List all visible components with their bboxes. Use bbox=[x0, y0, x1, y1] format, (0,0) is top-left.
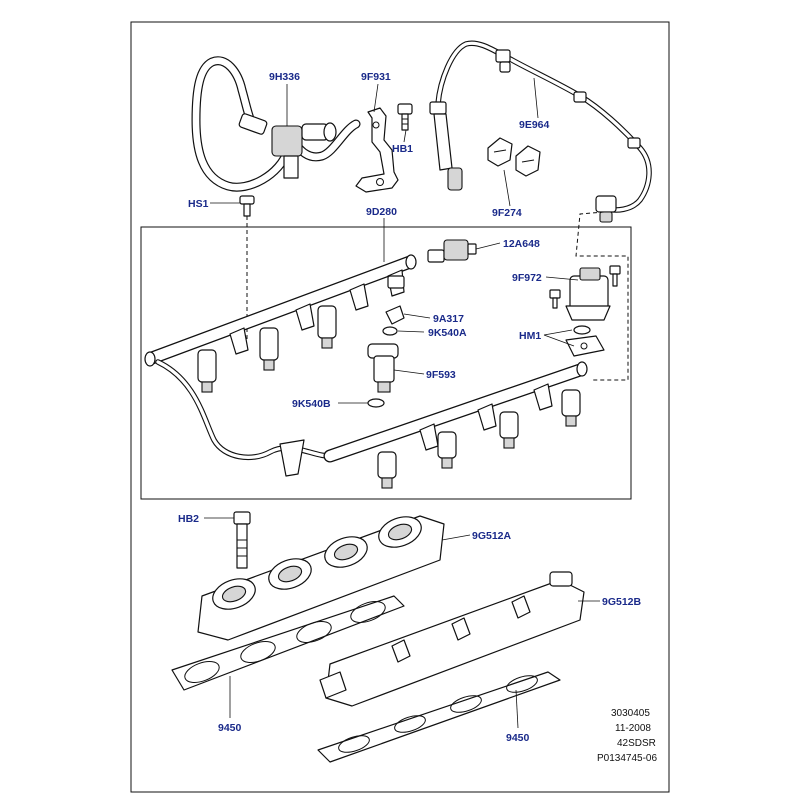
label-9f274: 9F274 bbox=[492, 207, 522, 219]
label-9d280: 9D280 bbox=[366, 206, 397, 218]
fuel-feed-pipe bbox=[429, 40, 652, 223]
label-hs1: HS1 bbox=[188, 198, 209, 210]
bolt-hb1 bbox=[397, 103, 413, 131]
injector-9f593 bbox=[367, 326, 399, 408]
label-9a317: 9A317 bbox=[433, 313, 464, 325]
label-9g512a: 9G512A bbox=[472, 530, 512, 542]
label-hb2: HB2 bbox=[178, 513, 199, 525]
label-9f972: 9F972 bbox=[512, 272, 542, 284]
fuel-damper bbox=[549, 211, 629, 381]
purge-hose bbox=[191, 56, 361, 192]
label-9f931: 9F931 bbox=[361, 71, 391, 83]
bracket-9f931 bbox=[355, 107, 399, 193]
label-9450-right: 9450 bbox=[506, 732, 530, 744]
pressure-sensor bbox=[427, 239, 477, 263]
fuel-rail-group-box bbox=[140, 226, 632, 500]
stamp-line-1: 3030405 bbox=[611, 708, 650, 719]
gasket-right bbox=[317, 671, 561, 763]
gasket-left bbox=[171, 595, 405, 691]
label-9450-left: 9450 bbox=[218, 722, 242, 734]
label-9f593: 9F593 bbox=[426, 369, 456, 381]
fuel-rail-9d280 bbox=[144, 254, 588, 477]
stamp-line-2: 11-2008 bbox=[615, 723, 651, 734]
label-12a648: 12A648 bbox=[503, 238, 540, 250]
label-hm1: HM1 bbox=[519, 330, 541, 342]
screw-hs1 bbox=[239, 195, 255, 340]
manifold-9g512b bbox=[319, 571, 585, 707]
label-hb1: HB1 bbox=[392, 143, 413, 155]
manifold-9g512a bbox=[197, 515, 445, 641]
label-9k540b: 9K540B bbox=[292, 398, 331, 410]
leader-lines bbox=[204, 77, 600, 729]
label-9e964: 9E964 bbox=[519, 119, 550, 131]
bolt-hb2 bbox=[233, 511, 251, 569]
label-9g512b: 9G512B bbox=[602, 596, 642, 608]
stamp-line-4: P0134745-06 bbox=[597, 753, 657, 764]
stamp-line-3: 42SDSR bbox=[617, 738, 656, 749]
pipe-clips bbox=[487, 137, 541, 177]
label-9h336: 9H336 bbox=[269, 71, 300, 83]
upper-rail-injectors bbox=[197, 305, 337, 393]
rail-clip bbox=[385, 275, 405, 325]
label-9k540a: 9K540A bbox=[428, 327, 467, 339]
lower-rail-injectors bbox=[377, 389, 581, 489]
